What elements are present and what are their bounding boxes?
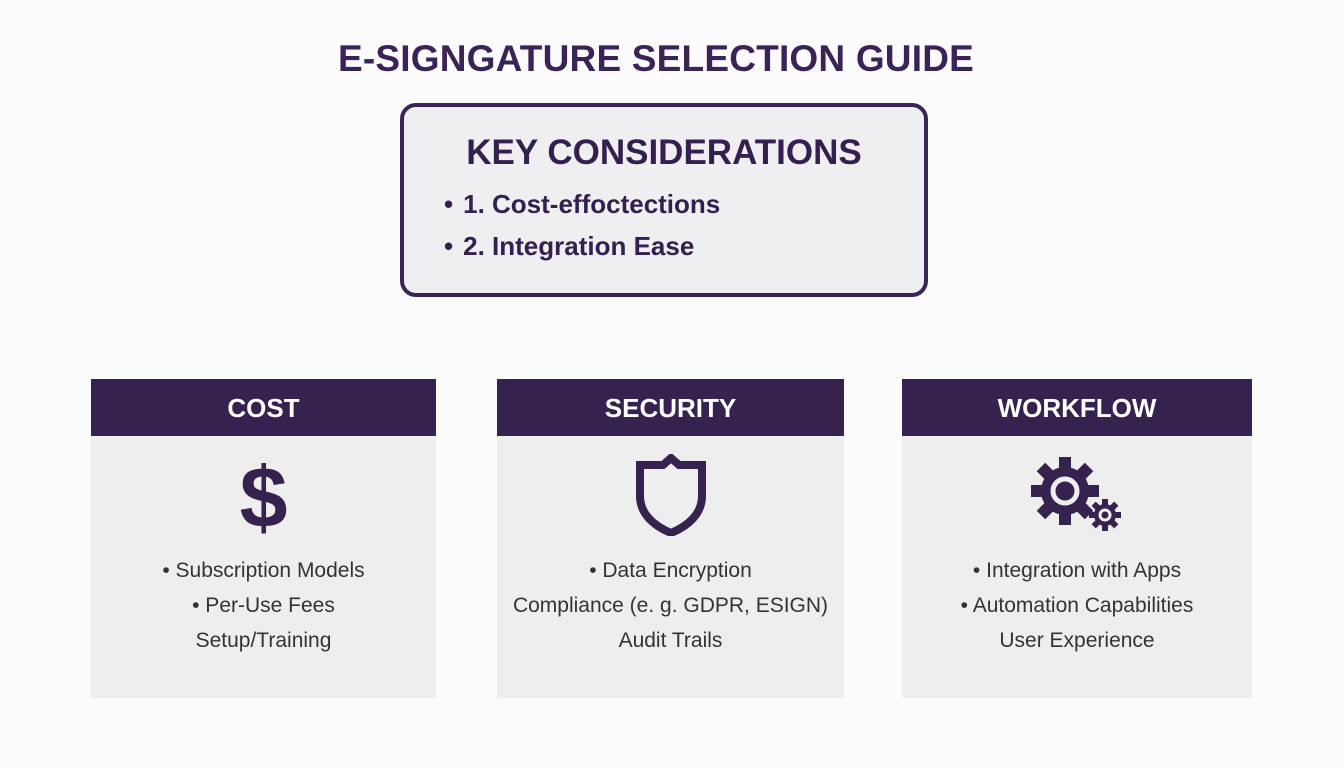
card-line: • Automation Capabilities [960,594,1194,617]
card-icon-area [902,436,1252,554]
bullet: • [444,189,454,219]
card-line: Audit Trails [618,629,723,652]
card-line: • Data Encryption [589,559,752,582]
card-body: • Subscription Models • Per-Use Fees Set… [91,554,436,659]
card-body: • Data Encryption Compliance (e. g. GDPR… [497,554,844,659]
card-line: • Integration with Apps [972,559,1182,582]
card-header: WORKFLOW [902,379,1252,436]
card-line: User Experience [999,629,1155,652]
card-icon-area [497,436,844,554]
card-body: • Integration with Apps • Automation Cap… [902,554,1252,659]
list-item-text: 1. Cost-effoctections [463,189,721,219]
card-header: COST [91,379,436,436]
list-item: • 2. Integration Ease [444,229,720,271]
card-cost: COST $ • Subscription Models • Per-Use F… [91,379,436,698]
card-header: SECURITY [497,379,844,436]
key-considerations-list: • 1. Cost-effoctections • 2. Integration E… [444,187,720,271]
card-line: Setup/Training [195,629,332,652]
list-item-text: 2. Integration Ease [463,231,695,261]
card-security: SECURITY • Data Encryption Compliance (e… [497,379,844,698]
card-line: Compliance (e. g. GDPR, ESIGN) [512,594,829,617]
dollar-icon: $ [239,450,288,546]
page-title: E-SIGNGATURE SELECTION GUIDE [337,38,974,79]
shield-icon [635,454,706,536]
card-line: • Subscription Models [162,559,365,582]
key-considerations-title: KEY CONSIDERATIONS [466,133,862,172]
key-considerations-box: KEY CONSIDERATIONS • 1. Cost-effoctection… [400,103,928,297]
card-icon-area: $ [91,436,436,554]
list-item: • 1. Cost-effoctections [444,187,720,229]
bullet: • [444,231,454,261]
gears-icon [1031,457,1121,531]
card-line: • Per-Use Fees [192,594,335,617]
card-workflow: WORKFLOW [902,379,1252,698]
